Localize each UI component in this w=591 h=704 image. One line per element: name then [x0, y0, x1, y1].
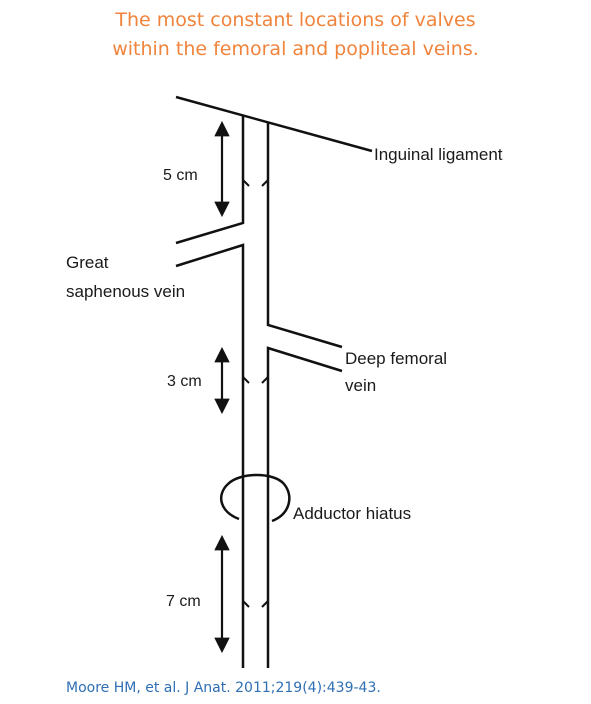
vein-left-wall-upper: [175, 116, 245, 245]
valve-tick: [261, 179, 269, 187]
valve-tick: [261, 600, 269, 608]
inguinal-ligament-label: Inguinal ligament: [374, 145, 503, 164]
deep-femoral-vein-label-line-1: Deep femoral: [345, 349, 447, 368]
diagram-title: The most constant locations of valves wi…: [0, 6, 591, 64]
vein-left-wall-lower: [175, 243, 245, 668]
title-line-2: within the femoral and popliteal veins.: [112, 38, 479, 60]
distance-label-upper: 5 cm: [163, 167, 198, 184]
adductor-hiatus-label: Adductor hiatus: [293, 504, 411, 523]
distance-label-lower: 7 cm: [166, 593, 201, 610]
title-line-1: The most constant locations of valves: [115, 9, 476, 31]
adductor-hiatus-ring: [219, 473, 291, 523]
vein-right-wall-lower: [266, 346, 343, 668]
valve-tick: [242, 600, 250, 608]
distance-label-middle: 3 cm: [167, 373, 202, 390]
valve-tick: [261, 376, 269, 384]
great-saphenous-vein-label-line-2: saphenous vein: [66, 282, 185, 301]
inguinal-ligament-line: [175, 95, 373, 153]
valve-tick: [242, 376, 250, 384]
valve-markers: [242, 179, 269, 608]
valve-tick: [242, 179, 250, 187]
great-saphenous-vein-label-line-1: Great: [66, 253, 109, 272]
citation: Moore HM, et al. J Anat. 2011;219(4):439…: [66, 680, 381, 696]
vein-right-wall-upper: [266, 122, 343, 349]
deep-femoral-vein-label-line-2: vein: [345, 376, 376, 395]
